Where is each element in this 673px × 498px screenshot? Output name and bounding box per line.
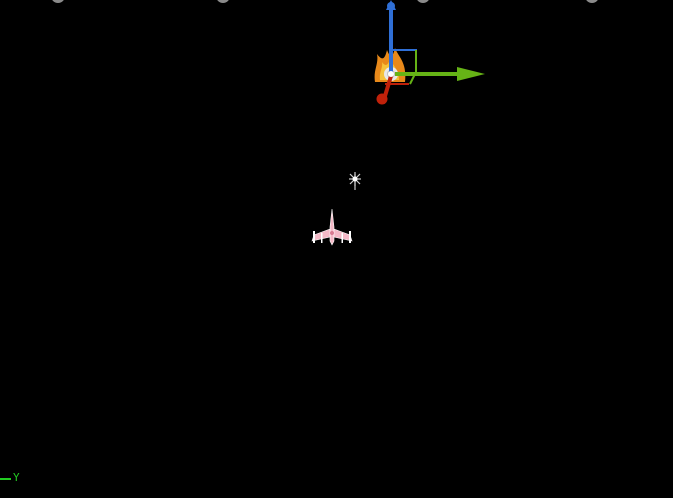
spaceship-object[interactable] xyxy=(310,207,354,247)
camera-marker-icon[interactable] xyxy=(216,0,230,3)
z-axis-handle[interactable] xyxy=(386,0,396,74)
gizmo-center-handle[interactable] xyxy=(388,71,394,77)
x-axis-handle[interactable] xyxy=(376,75,393,105)
axis-indicator-label: Y xyxy=(13,471,20,484)
camera-marker-icon[interactable] xyxy=(51,0,65,3)
light-icon xyxy=(349,172,361,190)
y-axis-handle[interactable] xyxy=(395,67,485,81)
axis-indicator: Y xyxy=(0,470,40,490)
spaceship-icon xyxy=(311,208,353,246)
light-object[interactable] xyxy=(343,168,367,192)
transform-gizmo[interactable] xyxy=(365,0,490,110)
camera-marker-icon[interactable] xyxy=(585,0,599,3)
y-axis-indicator-line xyxy=(0,478,11,480)
move-gizmo-icon xyxy=(374,0,485,105)
camera-marker-icon[interactable] xyxy=(416,0,430,3)
